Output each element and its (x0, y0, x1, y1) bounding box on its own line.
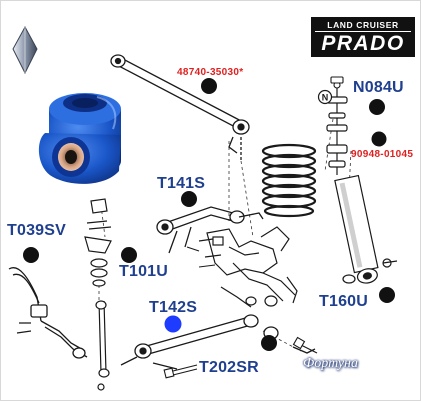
coil-spring (261, 143, 317, 218)
upper-lateral-arm (156, 206, 264, 254)
callout-letter: N (322, 93, 329, 103)
marker-t039sv (23, 247, 39, 263)
label-48740-35030: 48740-35030* (177, 67, 244, 78)
marker-90948 (371, 131, 387, 147)
label-n084u: N084U (353, 79, 404, 96)
marker-t202sr (261, 335, 277, 351)
label-90948-01045: 90948-01045 (351, 149, 414, 160)
brand-badge: LAND CRUISER PRADO (311, 17, 415, 57)
lateral-rod (95, 300, 110, 391)
label-t039sv: T039SV (7, 222, 67, 239)
bump-stop-bracket (84, 198, 112, 287)
label-t160u: T160U (319, 293, 369, 310)
brand-top-text: LAND CRUISER (315, 20, 411, 32)
label-t202sr: T202SR (199, 359, 259, 376)
bushing-photo (38, 93, 121, 184)
label-t101u: T101U (119, 263, 169, 280)
logo-lozenge-icon (12, 25, 38, 75)
marker-n084u (369, 99, 385, 115)
label-t141s: T141S (157, 175, 206, 192)
axle-carrier (198, 226, 298, 308)
marker-48740 (201, 78, 217, 94)
marker-t160u (379, 287, 395, 303)
marker-t101u (121, 247, 137, 263)
watermark-text: Фортуна (303, 356, 358, 371)
marker-t142s-highlight (164, 315, 182, 333)
shock-absorber (326, 85, 398, 284)
part-markers (23, 78, 395, 351)
label-t142s: T142S (149, 299, 198, 316)
lower-control-arm (120, 314, 316, 370)
callout-n: N (317, 89, 333, 105)
bolts (163, 76, 344, 379)
brand-bottom-text: PRADO (321, 32, 405, 55)
stabilizer-bar (8, 267, 88, 359)
marker-t141s (181, 191, 197, 207)
